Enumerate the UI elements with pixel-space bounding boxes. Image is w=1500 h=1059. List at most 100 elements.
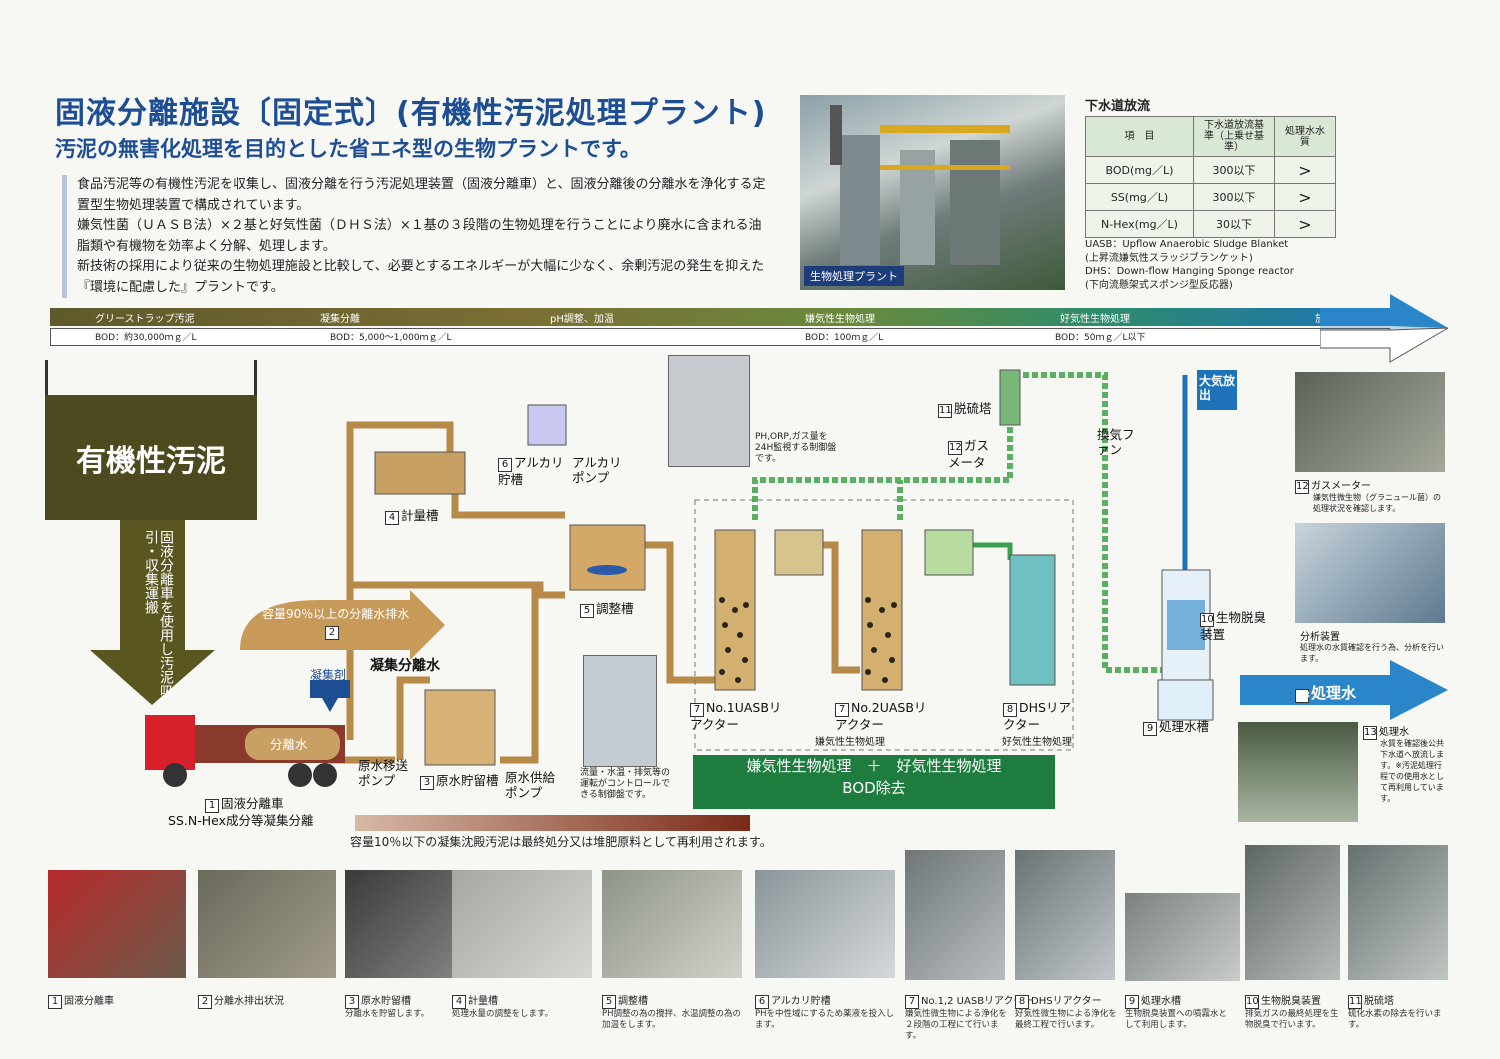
release-label: 大気放出 — [1199, 374, 1236, 402]
stage-label: pH調整、加温 — [550, 314, 614, 325]
photo-thumb — [1125, 893, 1240, 981]
table-cell: N-Hex(mg／L) — [1085, 210, 1194, 238]
plant-photo-caption: 生物処理プラント — [804, 266, 904, 286]
bod-value: BOD：5,000～1,000ｍｇ／L — [330, 333, 452, 343]
page-title: 固液分離施設〔固定式〕(有機性汚泥処理プラント) — [55, 96, 767, 131]
photo-thumb — [452, 870, 592, 978]
drain90-label: 容量90％以上の分離水排水 — [262, 607, 410, 621]
treated-water-photo — [1238, 722, 1358, 822]
stage-bar: グリーストラップ汚泥 凝集分離 pH調整、加温 嫌気性生物処理 好気性生物処理 … — [50, 308, 1390, 326]
coagulant-label: 凝集剤 — [310, 668, 347, 682]
aerobic-label: 好気性生物処理 — [1002, 737, 1072, 748]
page-subtitle: 汚泥の無害化処理を目的とした省エネ型の生物プラントです。 — [55, 137, 641, 161]
stage-label: 凝集分離 — [320, 314, 360, 325]
column-header: 項 目 — [1085, 116, 1194, 157]
analyzer-photo-caption: 分析装置 — [1300, 632, 1340, 643]
table-cell: SS(mg／L) — [1085, 183, 1194, 211]
plant-illustration — [830, 105, 1010, 265]
stage-label: 好気性生物処理 — [1060, 314, 1130, 325]
photo-thumb — [1015, 850, 1115, 980]
treated-water-label: 13処理水 — [1295, 684, 1357, 703]
table-cell: 30以下 — [1193, 210, 1275, 238]
photo-thumb — [602, 870, 742, 978]
control-panel — [583, 655, 657, 767]
description-para: 嫌気性菌（ＵＡＳＢ法）×２基と好気性菌（ＤＨＳ法）×１基の３段階の生物処理を行う… — [77, 218, 762, 254]
collect-label: 固液分離車を使用し汚泥吸引・収集運搬 — [143, 530, 174, 698]
gas-meter-photo — [1295, 372, 1445, 472]
photo-thumb — [1348, 845, 1448, 980]
treated-water-photo-sub: 水質を確認後公共下水道へ放流します。※汚泥処理行程での使用水として再利用していま… — [1380, 739, 1444, 803]
sludge-container — [45, 360, 257, 396]
bod-value: BOD：50ｍｇ／L以下 — [1055, 333, 1146, 343]
photo-thumb — [755, 870, 895, 978]
bod-line: BOD除去 — [842, 779, 906, 797]
feed-pump-label: 原水供給ポンプ — [505, 770, 556, 800]
analyzer-photo — [1295, 523, 1445, 623]
column-header: 処理水水質 — [1274, 116, 1336, 157]
description-para: 新技術の採用により従来の生物処理施設と比較して、必要とするエネルギーが大幅に少な… — [77, 259, 765, 295]
abbrev-note: (下向流懸架式スポンジ型反応器) — [1085, 279, 1233, 291]
stage-label: 嫌気性生物処理 — [805, 314, 875, 325]
description: 食品汚泥等の有機性汚泥を収集し、固液分離を行う汚泥処理装置（固液分離車）と、固液… — [62, 175, 767, 298]
gas-meter-photo-sub: 嫌気性微生物（グラニュール菌）の処理状況を確認します。 — [1313, 493, 1441, 513]
car-sub-label: SS.N-Hex成分等凝集分離 — [168, 813, 314, 828]
table-row: BOD(mg／L) 300以下 > — [1085, 156, 1336, 184]
step-2-badge: 2 — [325, 620, 341, 640]
abbrev-note: (上昇流嫌気性スラッジブランケット) — [1085, 252, 1253, 264]
bod-value: BOD：約30,000ｍｇ／L — [95, 333, 197, 343]
photo-thumb — [1245, 845, 1340, 980]
stage-label: グリーストラップ汚泥 — [95, 314, 195, 325]
discharge-title: 下水道放流 — [1085, 99, 1151, 114]
abbrev-notes: UASB：Upflow Anaerobic Sludge Blanket (上昇… — [1085, 238, 1294, 292]
abbrev-note: UASB：Upflow Anaerobic Sludge Blanket — [1085, 239, 1289, 250]
coag-water-label: 凝集分離水 — [370, 658, 440, 674]
photo-thumb — [905, 850, 1005, 980]
discharge-table: 項 目 下水道放流基準（上乗せ基準） 処理水水質 BOD(mg／L) 300以下… — [1085, 116, 1336, 238]
table-row: SS(mg／L) 300以下 > — [1085, 183, 1336, 211]
discharge-arrow-icon — [1320, 294, 1449, 363]
photo-thumb — [48, 870, 186, 978]
description-para: 食品汚泥等の有機性汚泥を収集し、固液分離を行う汚泥処理装置（固液分離車）と、固液… — [77, 177, 766, 213]
process-band: グリーストラップ汚泥 凝集分離 pH調整、加温 嫌気性生物処理 好気性生物処理 … — [50, 294, 1450, 363]
plant-photo: 生物処理プラント — [800, 95, 1065, 290]
panel-note: PH,ORP,ガス量を24H監視する制御盤です。 — [755, 432, 837, 464]
photo-thumb — [198, 870, 336, 978]
waste-arrow-icon — [355, 815, 750, 831]
ctrl-note: 流量・水温・排気等の運転がコントロールできる制御盤です。 — [580, 768, 671, 800]
table-cell: > — [1274, 156, 1336, 184]
bod-line: 嫌気性生物処理 ＋ 好気性生物処理 — [746, 757, 1002, 775]
table-cell: > — [1274, 210, 1336, 238]
monitor-panel — [668, 355, 750, 467]
abbrev-note: DHS：Down-flow Hanging Sponge reactor — [1085, 266, 1294, 277]
fan-label: 換気ファン — [1097, 427, 1135, 457]
analyzer-photo-sub: 処理水の水質確認を行う為、分析を行います。 — [1300, 643, 1444, 663]
raw-pump-label: 原水移送ポンプ — [358, 758, 409, 788]
alkali-pump-label: アルカリポンプ — [572, 455, 622, 485]
sep-water-label: 分離水 — [270, 737, 308, 752]
